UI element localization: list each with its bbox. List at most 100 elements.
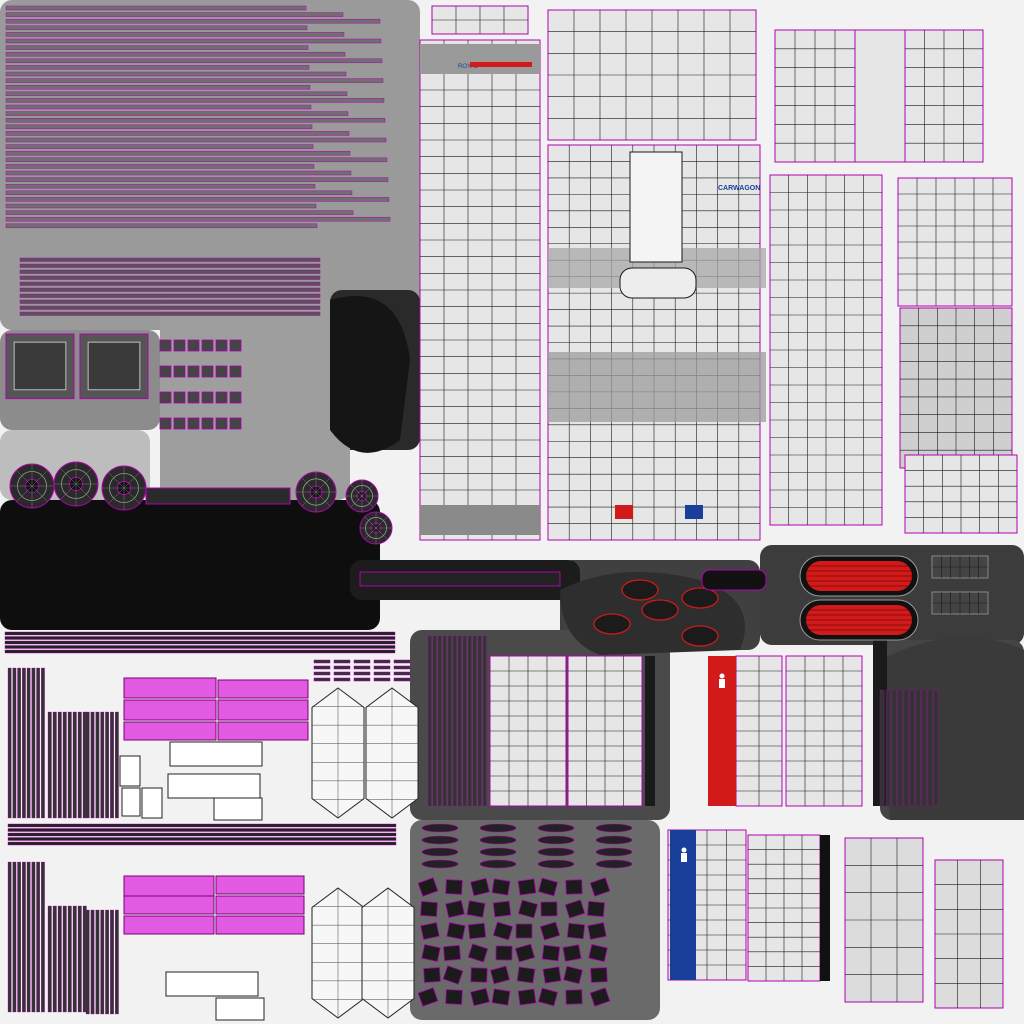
- wheel-strip: [145, 487, 291, 505]
- clip-part-13: [173, 391, 186, 404]
- white-block-0: [169, 741, 263, 767]
- clip-part-12: [159, 391, 172, 404]
- strip-top-15: [5, 104, 312, 110]
- vstack-d-3: [22, 861, 26, 1013]
- oval-strip-5: [479, 835, 517, 845]
- strip-top-19: [5, 131, 350, 136]
- interior-panel-f: [747, 834, 821, 982]
- long-strip-b-1: [7, 828, 397, 832]
- clip-part-22: [215, 417, 228, 430]
- tiny-bar-3: [373, 659, 391, 664]
- dark-blob-a: [330, 296, 410, 453]
- vstack-g-2: [437, 635, 442, 807]
- oval-strip-4: [421, 835, 459, 845]
- magenta-block-8: [123, 895, 215, 915]
- vstack-b-0: [47, 711, 52, 819]
- tiny-bar-12: [353, 671, 371, 676]
- vstack-c-2: [95, 711, 100, 819]
- side-wordmark: CARWAGON: [718, 185, 760, 192]
- magenta-block-9: [215, 895, 305, 915]
- clip-part-7: [173, 365, 186, 378]
- small-part-6: [565, 879, 583, 895]
- interior-panel-g: [844, 837, 924, 1003]
- vstack-f-3: [100, 909, 105, 1015]
- white-block-6: [121, 787, 141, 817]
- vstack-c-1: [90, 711, 95, 819]
- strip-top-28: [5, 190, 353, 196]
- strip-top-24: [5, 164, 315, 169]
- vstack-e-3: [62, 905, 67, 1013]
- person-icon-red-head: [719, 673, 725, 679]
- oval-part-0: [593, 613, 631, 635]
- dark-divider-a: [645, 656, 655, 806]
- vstack-b-4: [67, 711, 72, 819]
- wheel-b-spoke: [75, 483, 92, 500]
- vstack-a-1: [12, 667, 17, 819]
- vstack-h-0: [879, 689, 885, 807]
- vstack-d-6: [36, 861, 40, 1013]
- vstack-h-6: [915, 689, 921, 807]
- accent-decals-layer: ROYAL CARWAGON: [458, 62, 760, 980]
- small-part-15: [586, 900, 606, 918]
- tiny-bar-0: [313, 659, 331, 664]
- clip-part-4: [215, 339, 228, 352]
- clip-part-0: [159, 339, 172, 352]
- window-frame-b: [79, 333, 149, 400]
- vstack-e-0: [47, 905, 52, 1013]
- vstack-h-8: [927, 689, 933, 807]
- small-part-13: [540, 901, 558, 917]
- bottom-rail: [359, 571, 561, 587]
- oval-strip-15: [595, 859, 633, 869]
- vstack-e-4: [67, 905, 72, 1013]
- small-part-24: [421, 944, 441, 962]
- small-part-43: [491, 988, 511, 1006]
- strip-mid-9: [19, 311, 321, 316]
- panel-top-band: [420, 44, 540, 74]
- vstack-e-2: [57, 905, 62, 1013]
- clip-part-9: [201, 365, 214, 378]
- door-panel-a: [769, 174, 883, 526]
- small-part-2: [470, 877, 490, 897]
- small-part-38: [563, 965, 583, 985]
- wheel-e-spoke: [361, 495, 374, 508]
- vstack-d-7: [41, 861, 45, 1013]
- vstack-h-1: [885, 689, 891, 807]
- long-strip-a-2: [4, 640, 396, 645]
- long-strip-a-3: [4, 645, 396, 649]
- wheel-f-spoke: [375, 516, 388, 529]
- wheel-e-spoke: [361, 484, 374, 497]
- tiny-bar-15: [313, 677, 331, 682]
- clip-part-20: [187, 417, 200, 430]
- magenta-block-1: [217, 679, 309, 699]
- small-part-40: [417, 987, 439, 1007]
- vstack-f-1: [90, 909, 95, 1015]
- front-window-cutout: [629, 151, 683, 263]
- vstack-d-1: [12, 861, 17, 1013]
- strip-top-2: [5, 18, 381, 24]
- vstack-h-7: [921, 689, 927, 807]
- strip-top-6: [5, 45, 309, 50]
- clip-part-14: [187, 391, 200, 404]
- clip-part-10: [215, 365, 228, 378]
- tiny-bar-11: [333, 671, 351, 676]
- magenta-block-6: [123, 875, 215, 897]
- clip-part-2: [187, 339, 200, 352]
- vstack-h-4: [903, 689, 909, 807]
- red-stripe: [470, 62, 532, 67]
- small-part-25: [442, 944, 462, 962]
- vstack-e-5: [72, 905, 77, 1013]
- window-frame-a: [5, 333, 75, 400]
- vstack-a-5: [31, 667, 36, 819]
- tiny-bar-19: [393, 677, 411, 682]
- clip-part-21: [201, 417, 214, 430]
- wheel-a-spoke: [16, 470, 33, 487]
- oval-part-3: [681, 625, 719, 647]
- magenta-block-4: [123, 721, 217, 741]
- door-panel-c: [899, 307, 1013, 469]
- long-strip-a-1: [4, 636, 396, 640]
- interior-panel-c: [735, 655, 783, 807]
- small-part-36: [516, 966, 536, 984]
- wheel-c: [101, 465, 147, 511]
- tiny-bar-4: [393, 659, 411, 664]
